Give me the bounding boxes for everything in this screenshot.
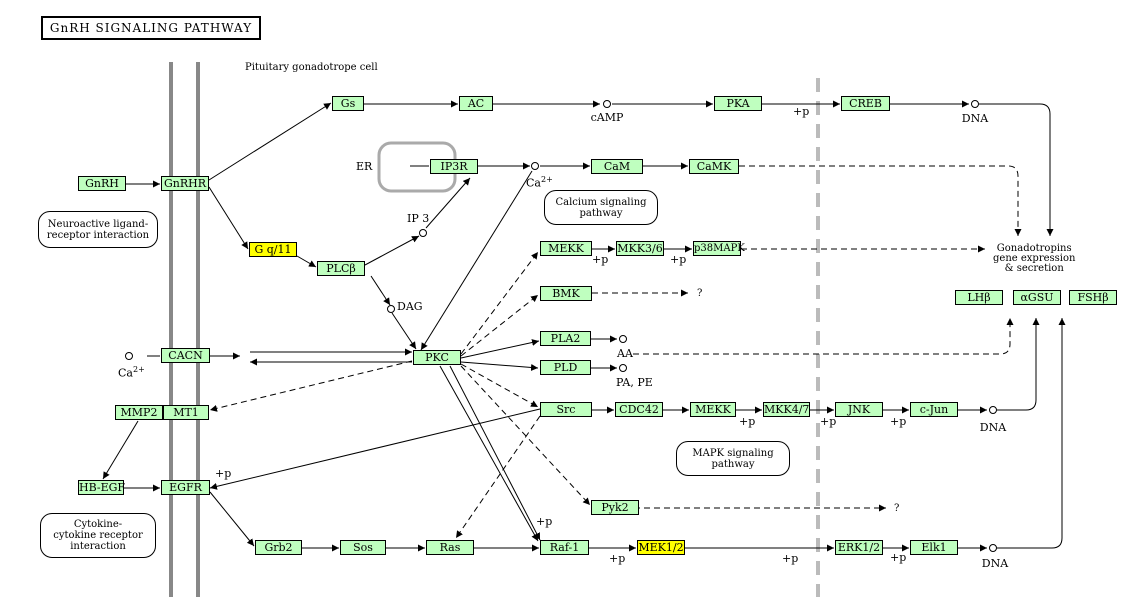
node-pla2[interactable]: PLA2 bbox=[540, 331, 591, 346]
node-elk1[interactable]: Elk1 bbox=[910, 540, 958, 555]
node-bmk[interactable]: BMK bbox=[540, 286, 592, 301]
compound-dna-mid-label: DNA bbox=[979, 421, 1007, 434]
phospho-label-raf1: +p bbox=[536, 515, 553, 528]
node-lhb[interactable]: LHβ bbox=[955, 290, 1003, 305]
compound-dag-circle[interactable] bbox=[387, 305, 395, 313]
pathway-mapk[interactable]: MAPK signaling pathway bbox=[676, 441, 790, 476]
node-pyk2[interactable]: Pyk2 bbox=[591, 500, 639, 515]
unknown-mark-bmk: ? bbox=[697, 288, 703, 299]
phospho-label-mkk36: +p bbox=[670, 253, 687, 266]
node-agsu[interactable]: αGSU bbox=[1013, 290, 1061, 305]
node-cam[interactable]: CaM bbox=[591, 159, 643, 174]
node-fshb[interactable]: FSHβ bbox=[1069, 290, 1117, 305]
phospho-label-mekk: +p bbox=[592, 253, 609, 266]
node-pkc[interactable]: PKC bbox=[413, 350, 461, 365]
node-ip3r[interactable]: IP3R bbox=[430, 159, 478, 174]
node-gnrhr[interactable]: GnRHR bbox=[161, 176, 209, 191]
node-mt1[interactable]: MT1 bbox=[163, 405, 209, 420]
node-camk[interactable]: CaMK bbox=[689, 159, 739, 174]
output-label: Gonadotropins gene expression & secretio… bbox=[993, 243, 1076, 274]
phospho-label-mek12: +p bbox=[609, 552, 626, 565]
compound-dna-mid-circle[interactable] bbox=[989, 406, 997, 414]
compound-ip3-circle[interactable] bbox=[419, 229, 427, 237]
node-cjun[interactable]: c-Jun bbox=[910, 402, 958, 417]
node-gs[interactable]: Gs bbox=[332, 96, 364, 111]
node-gnrh[interactable]: GnRH bbox=[78, 176, 126, 191]
node-egfr[interactable]: EGFR bbox=[161, 480, 210, 495]
phospho-label-elk1: +p bbox=[890, 551, 907, 564]
compound-dna-bot-label: DNA bbox=[981, 557, 1009, 570]
node-mek12[interactable]: MEK1/2 bbox=[637, 540, 685, 555]
node-plcb[interactable]: PLCβ bbox=[317, 261, 365, 276]
compound-camp-circle[interactable] bbox=[603, 100, 611, 108]
node-p38mapk[interactable]: p38MAPK bbox=[693, 241, 745, 256]
node-ras[interactable]: Ras bbox=[426, 540, 474, 555]
phospho-label-erk12: +p bbox=[782, 552, 799, 565]
er-label: ER bbox=[356, 160, 373, 173]
node-raf1[interactable]: Raf-1 bbox=[540, 540, 589, 555]
phospho-label-mekk-b: +p bbox=[739, 415, 756, 428]
compound-ca-left-circle[interactable] bbox=[125, 352, 133, 360]
compound-ca-left-label: Ca2+ bbox=[118, 365, 145, 380]
compound-dna-top-label: DNA bbox=[961, 112, 989, 125]
node-sos[interactable]: Sos bbox=[340, 540, 386, 555]
node-creb[interactable]: CREB bbox=[841, 96, 890, 111]
node-mekk-b[interactable]: MEKK bbox=[690, 402, 736, 417]
compound-dna-bot-circle[interactable] bbox=[989, 544, 997, 552]
node-ac[interactable]: AC bbox=[459, 96, 493, 111]
node-hbegf[interactable]: HB-EGF bbox=[78, 480, 126, 495]
node-mmp2[interactable]: MMP2 bbox=[115, 405, 163, 420]
compound-dag-label: DAG bbox=[397, 300, 423, 313]
cell-label: Pituitary gonadotrope cell bbox=[245, 62, 378, 73]
unknown-mark-pyk2: ? bbox=[894, 503, 900, 514]
node-gq11[interactable]: G q/11 bbox=[249, 242, 297, 257]
pathway-neuroactive[interactable]: Neuroactive ligand- receptor interaction bbox=[38, 211, 158, 248]
compound-ca-top-label: Ca2+ bbox=[526, 175, 553, 190]
phospho-label-pka: +p bbox=[793, 105, 810, 118]
node-mekk-a[interactable]: MEKK bbox=[540, 241, 592, 256]
pathway-cytokine[interactable]: Cytokine- cytokine receptor interaction bbox=[40, 513, 156, 558]
diagram-title: GnRH SIGNALING PATHWAY bbox=[41, 16, 261, 40]
pathway-calcium[interactable]: Calcium signaling pathway bbox=[544, 190, 658, 225]
node-cdc42[interactable]: CDC42 bbox=[615, 402, 663, 417]
node-mkk47[interactable]: MKK4/7 bbox=[763, 402, 810, 417]
compound-camp-label: cAMP bbox=[590, 111, 624, 124]
node-pka[interactable]: PKA bbox=[714, 96, 762, 111]
node-src[interactable]: Src bbox=[540, 402, 592, 417]
compound-ip3-label: IP 3 bbox=[407, 212, 430, 225]
node-pld[interactable]: PLD bbox=[540, 360, 591, 375]
node-grb2[interactable]: Grb2 bbox=[255, 540, 302, 555]
node-cacn[interactable]: CACN bbox=[161, 348, 210, 363]
compound-aa-label: AA bbox=[617, 347, 633, 360]
phospho-label-jnk: +p bbox=[890, 415, 907, 428]
node-erk12[interactable]: ERK1/2 bbox=[835, 540, 883, 555]
phospho-label-egfr: +p bbox=[215, 467, 232, 480]
compound-aa-circle[interactable] bbox=[619, 335, 627, 343]
compound-pape-circle[interactable] bbox=[619, 364, 627, 372]
node-mkk36[interactable]: MKK3/6 bbox=[616, 241, 664, 256]
node-jnk[interactable]: JNK bbox=[835, 402, 883, 417]
compound-pape-label: PA, PE bbox=[616, 376, 653, 389]
compound-ca-top-circle[interactable] bbox=[531, 162, 539, 170]
compound-dna-top-circle[interactable] bbox=[971, 100, 979, 108]
phospho-label-mkk47: +p bbox=[820, 415, 837, 428]
